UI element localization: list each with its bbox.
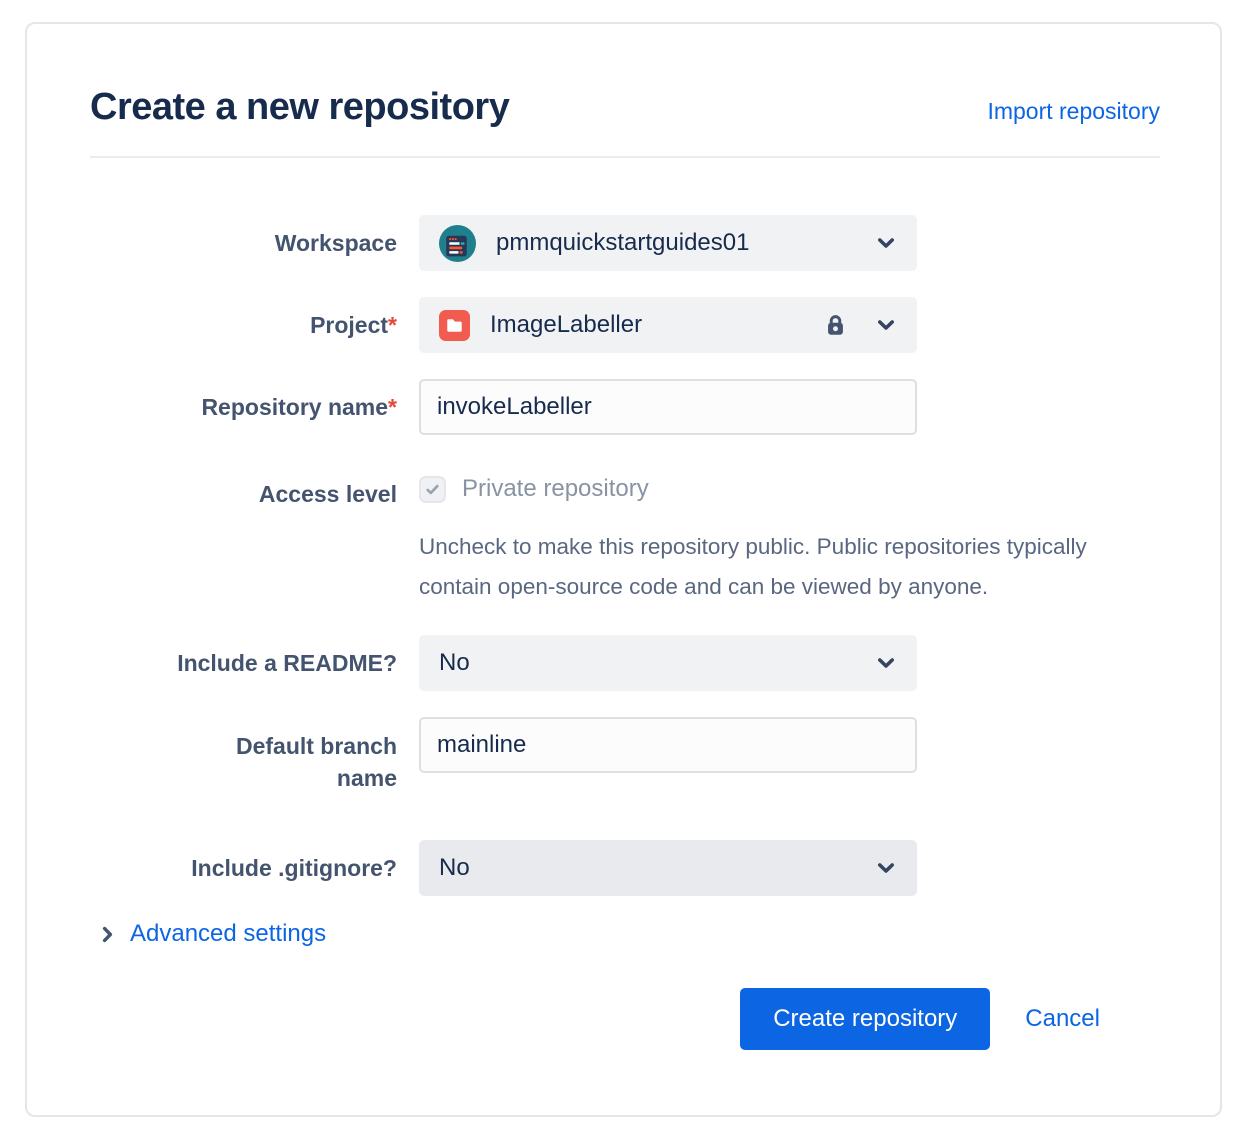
access-level-label: Access level [258,481,397,507]
gitignore-value: No [439,854,470,881]
chevron-down-icon [878,320,894,330]
repository-name-input[interactable] [419,379,917,435]
readme-select[interactable]: No [419,635,917,691]
chevron-down-icon [878,238,894,248]
repository-name-row: Repository name* [90,379,1160,435]
access-level-help-text: Uncheck to make this repository public. … [419,534,1087,599]
required-asterisk: * [388,312,397,338]
workspace-avatar-icon [439,224,476,262]
create-repository-button[interactable]: Create repository [740,988,991,1050]
project-label: Project* [310,312,397,338]
cancel-button[interactable]: Cancel [1011,1005,1114,1033]
readme-value: No [439,649,470,676]
workspace-label: Workspace [274,230,397,256]
advanced-settings-link[interactable]: Advanced settings [130,920,327,947]
project-value: ImageLabeller [490,311,643,338]
private-repository-checkbox[interactable] [419,475,446,503]
readme-row: Include a README? No [90,635,1160,691]
dialog-actions: Create repository Cancel [90,988,1160,1050]
project-folder-icon [439,309,470,341]
gitignore-label: Include .gitignore? [191,855,397,881]
create-repository-form: Workspace [90,215,1160,1050]
workspace-row: Workspace [90,215,1160,271]
header-divider [90,156,1160,158]
lock-icon [828,314,843,335]
chevron-down-icon [878,658,894,668]
required-asterisk: * [388,394,397,420]
repository-name-label: Repository name* [201,394,397,420]
checkmark-icon [426,484,439,494]
default-branch-input[interactable] [419,717,917,773]
gitignore-select[interactable]: No [419,840,917,896]
default-branch-row: Default branch name [90,717,1160,794]
workspace-select[interactable]: pmmquickstartguides01 [419,215,917,271]
private-repository-option: Private repository [419,475,917,503]
workspace-value: pmmquickstartguides01 [496,229,750,256]
access-level-row: Access level Private repository Uncheck … [90,465,1160,607]
private-repository-label: Private repository [462,475,649,502]
gitignore-row: Include .gitignore? No [90,840,1160,896]
create-repository-dialog: Create a new repository Import repositor… [25,22,1222,1117]
advanced-settings-toggle[interactable]: Advanced settings [97,920,326,948]
chevron-down-icon [878,863,894,873]
page-title: Create a new repository [90,86,510,128]
readme-label: Include a README? [177,650,397,676]
dialog-header: Create a new repository Import repositor… [90,86,1160,129]
chevron-right-icon [102,926,113,942]
project-row: Project* ImageLabeller [90,297,1160,353]
default-branch-label: Default branch name [235,733,397,791]
import-repository-link[interactable]: Import repository [987,98,1160,124]
project-select[interactable]: ImageLabeller [419,297,917,353]
